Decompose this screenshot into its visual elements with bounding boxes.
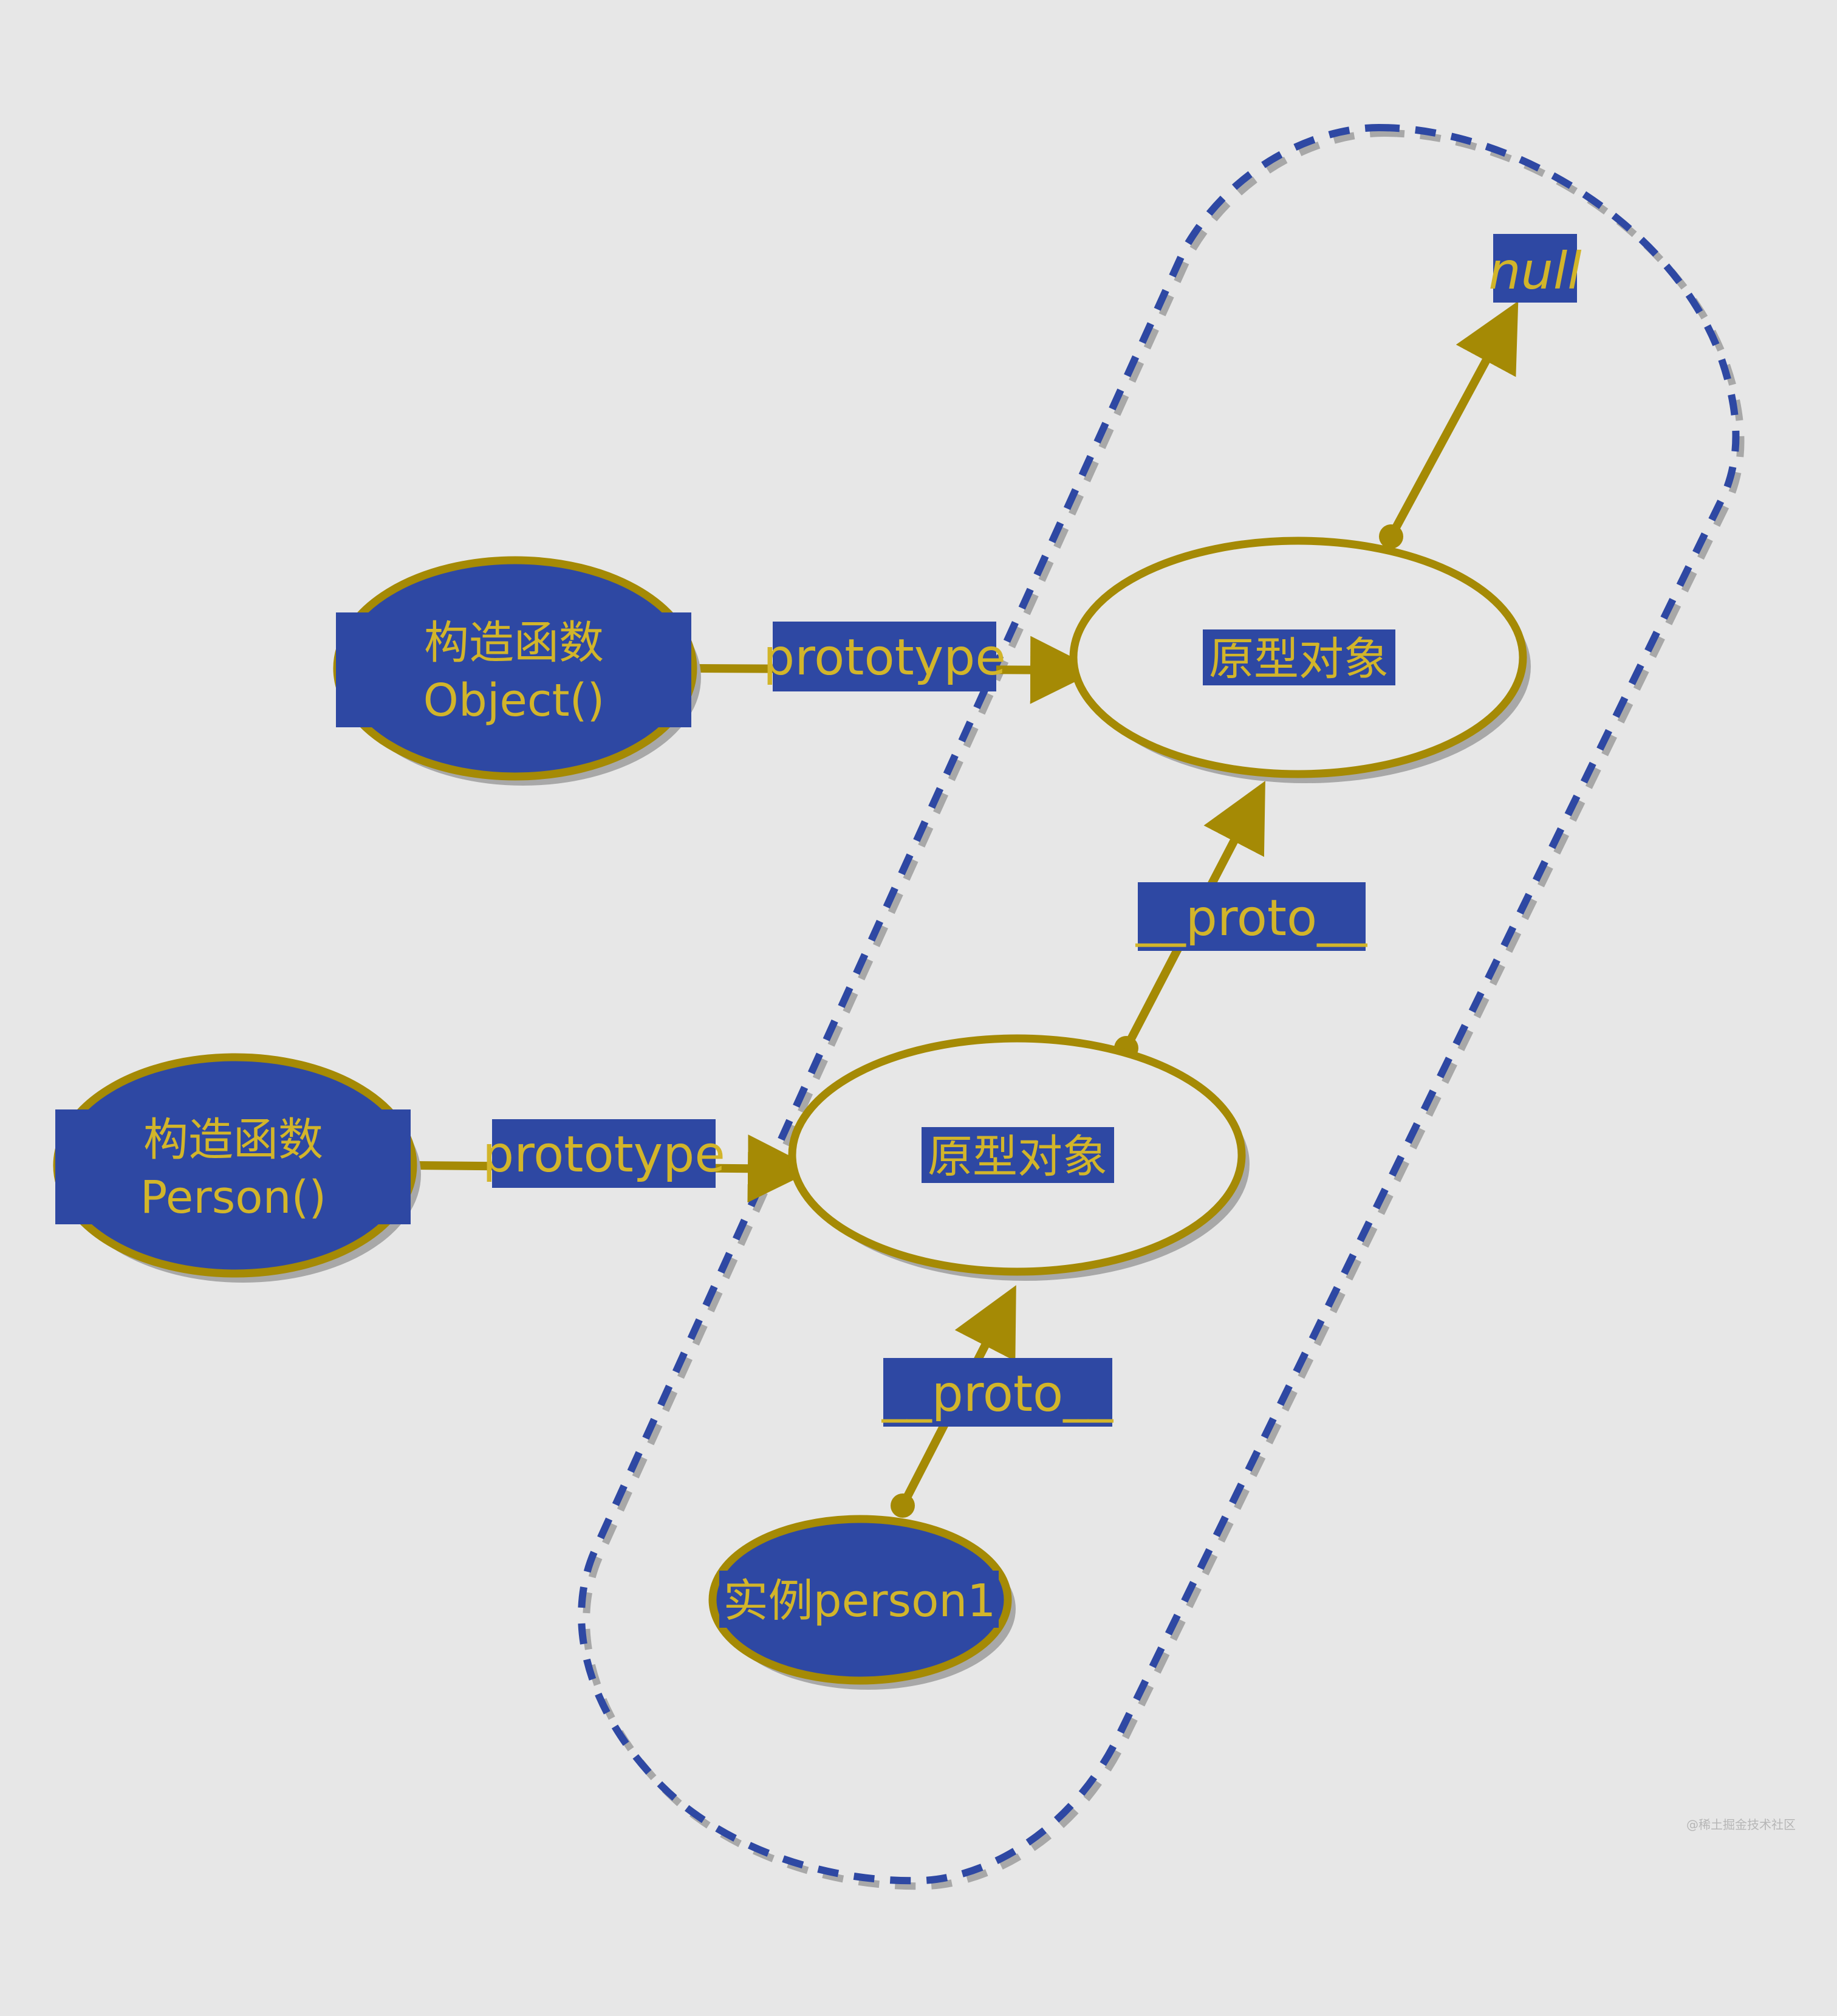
instance-label: 实例person1: [724, 1575, 996, 1627]
person-constructor-line1: 构造函数: [143, 1114, 323, 1166]
object-prototype-label: 原型对象: [1209, 633, 1389, 685]
person-prototype-edge-label: prototype: [482, 1119, 725, 1188]
person-prototype-node: 原型对象: [788, 1034, 1250, 1281]
null-node: null: [1488, 234, 1582, 303]
watermark-text: @稀土掘金技术社区: [1686, 1817, 1796, 1832]
instance-proto-link-edge-text: __proto__: [881, 1365, 1113, 1423]
object-prototype-edge-label: prototype: [763, 622, 1006, 691]
person-prototype-label: 原型对象: [928, 1131, 1107, 1183]
person-constructor-line2: Person(): [140, 1171, 326, 1224]
edge-start-dot: [1379, 524, 1403, 549]
edge-object-proto-null: [1379, 301, 1519, 549]
object-prototype-edge-text: prototype: [763, 629, 1006, 687]
person-prototype-edge-text: prototype: [482, 1126, 725, 1184]
null-label: null: [1488, 241, 1581, 301]
object-prototype-node: 原型对象: [1069, 537, 1531, 783]
object-constructor-line2: Object(): [423, 674, 605, 727]
person-constructor-node: 构造函数 Person(): [53, 1053, 421, 1283]
instance-node: 实例person1: [708, 1515, 1016, 1690]
person-proto-link-edge-label: __proto__: [1135, 882, 1367, 951]
object-constructor-node: 构造函数 Object(): [333, 556, 701, 786]
person-proto-link-edge-text: __proto__: [1135, 890, 1367, 947]
object-constructor-line1: 构造函数: [424, 617, 604, 669]
instance-proto-link-edge-label: __proto__: [881, 1358, 1113, 1427]
edge-start-dot: [891, 1493, 915, 1518]
